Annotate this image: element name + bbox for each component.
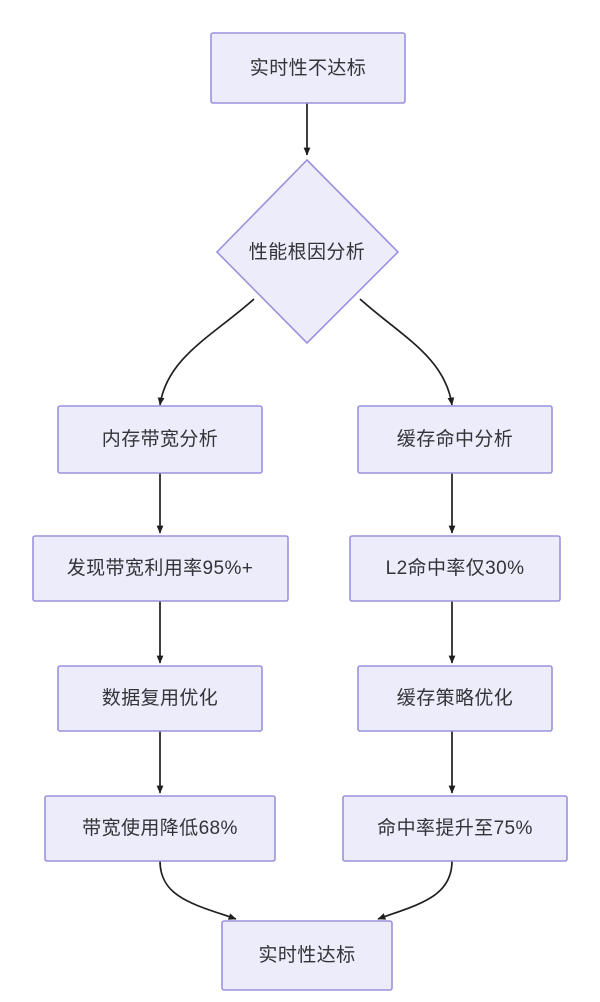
node-left-2[interactable]: 发现带宽利用率95%+ — [32, 535, 289, 602]
node-start-label: 实时性不达标 — [250, 57, 366, 79]
node-left-1-label: 内存带宽分析 — [102, 428, 218, 450]
node-end-label: 实时性达标 — [258, 944, 355, 966]
node-left-4[interactable]: 带宽使用降低68% — [44, 795, 276, 862]
node-right-3-shape[interactable] — [357, 665, 553, 732]
node-right-4-label: 命中率提升至75% — [377, 817, 533, 839]
node-end-shape[interactable] — [221, 920, 393, 991]
node-right-1-shape[interactable] — [357, 405, 553, 474]
node-right-1-label: 缓存命中分析 — [397, 428, 513, 450]
node-right-4-shape[interactable] — [342, 795, 568, 862]
node-left-2-label: 发现带宽利用率95%+ — [67, 557, 254, 579]
node-left-4-label: 带宽使用降低68% — [82, 817, 238, 839]
node-start-shape[interactable] — [210, 32, 406, 104]
edge-right-4-to-end — [377, 860, 453, 920]
node-right-1[interactable]: 缓存命中分析 — [357, 405, 553, 474]
node-right-2-label: L2命中率仅30% — [386, 557, 525, 579]
edge-layer — [156, 103, 456, 920]
node-left-3-label: 数据复用优化 — [102, 687, 218, 709]
edge-decision-to-left-1 — [157, 298, 255, 406]
edge-left-4-to-end — [159, 860, 237, 920]
node-left-4-shape[interactable] — [44, 795, 276, 862]
node-right-2-shape[interactable] — [349, 535, 561, 602]
node-left-1[interactable]: 内存带宽分析 — [57, 405, 263, 474]
node-decision-shape[interactable] — [215, 158, 400, 345]
node-right-2[interactable]: L2命中率仅30% — [349, 535, 561, 602]
node-right-3-label: 缓存策略优化 — [397, 687, 513, 709]
node-left-3-shape[interactable] — [57, 665, 263, 732]
edge-decision-to-right-1 — [359, 298, 455, 406]
node-left-3[interactable]: 数据复用优化 — [57, 665, 263, 732]
node-decision[interactable]: 性能根因分析 — [215, 158, 400, 345]
node-right-3[interactable]: 缓存策略优化 — [357, 665, 553, 732]
node-start[interactable]: 实时性不达标 — [210, 32, 406, 104]
node-layer: 实时性不达标 性能根因分析 内存带宽分析 发现带宽利用率95%+ 数据复用优化 … — [32, 32, 568, 991]
node-left-1-shape[interactable] — [57, 405, 263, 474]
node-right-4[interactable]: 命中率提升至75% — [342, 795, 568, 862]
node-decision-label: 性能根因分析 — [249, 241, 365, 263]
node-left-2-shape[interactable] — [32, 535, 289, 602]
node-end[interactable]: 实时性达标 — [221, 920, 393, 991]
